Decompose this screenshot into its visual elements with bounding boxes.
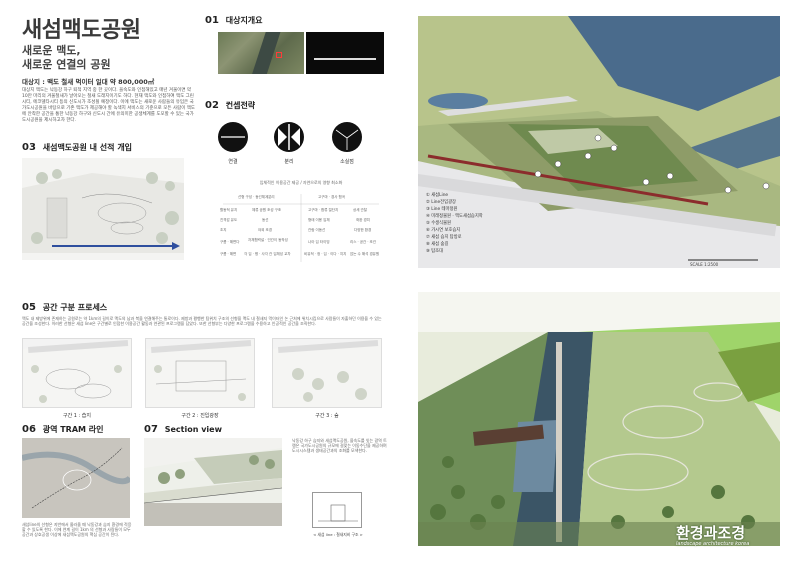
strategy-cell: 동선 bbox=[262, 218, 269, 222]
intro-paragraph: 대상지 맥도는 낙동강 하구 퇴적 지역 중 한 곳이다. 을숙도와 인접해있고… bbox=[22, 88, 196, 123]
strategy-cell: 야외 조경 bbox=[258, 228, 272, 232]
section-diagram-label: < 새섬 line : 철새지비 구조 > bbox=[313, 532, 363, 537]
section-paragraph: 낙동강 하구 습지와 새섬맥도공원, 을숙도를 잇는 광역 트램은 국가도시공원… bbox=[292, 438, 387, 453]
section-07-label: Section view bbox=[164, 425, 222, 434]
strategy-cell: 비유적 · 정 · 입 · 이다 · 지지 bbox=[304, 252, 347, 256]
section-diagram-svg bbox=[318, 504, 358, 522]
process-stage-forest-drawing bbox=[272, 338, 382, 408]
stage3-svg bbox=[273, 339, 381, 407]
section-06-label: 광역 TRAM 라인 bbox=[42, 425, 104, 434]
aerial-perspective-render bbox=[418, 292, 780, 546]
strategy-cell: 진격감 유도 bbox=[220, 218, 238, 222]
magazine-logo-subtitle: landscape architecture korea bbox=[676, 541, 750, 547]
plan-legend: ① 새섬Line ② Line전입광장 ③ Line 테마정원 ④ 미래정물원 … bbox=[426, 192, 483, 255]
tram-paragraph: 새섬line의 선형은 지반에서 올라올 때 낙동강과 습지 환경에 적응할 수… bbox=[22, 522, 132, 537]
site-info: 대상지 : 맥도 철새 먹이터 일대 약 800,000㎡ bbox=[22, 78, 155, 86]
process-stage-plaza-drawing bbox=[145, 338, 255, 408]
strategy-cell: 나아 입 타이밍 bbox=[308, 240, 330, 244]
separation-svg bbox=[278, 124, 300, 150]
page-title: 새섬맥도공원 bbox=[22, 18, 141, 43]
section-01-label: 대상지개요 bbox=[225, 16, 263, 25]
section-05-title: 05 공간 구분 프로세스 bbox=[22, 302, 107, 313]
strategy-cell: 고구마 · 경사 협곡 bbox=[318, 195, 345, 199]
strategy-cell: 관람 이동선 bbox=[308, 228, 326, 232]
section-view-svg bbox=[144, 448, 282, 526]
section-01-number: 01 bbox=[205, 15, 219, 26]
section-06-title: 06 광역 TRAM 라인 bbox=[22, 424, 104, 435]
process-stage-label: 구간 1 : 습지 bbox=[62, 413, 92, 419]
section-05-label: 공간 구분 프로세스 bbox=[42, 303, 108, 312]
magazine-logo: 환경과조경 bbox=[676, 524, 746, 542]
context-line bbox=[314, 58, 376, 60]
legend-item: ⑦ 새섬 습지 탐방로 bbox=[426, 235, 462, 240]
strategy-cell: 체류 공원 조성 구조 bbox=[252, 208, 282, 212]
site-marker bbox=[276, 52, 282, 58]
process-stage-label: 구간 3 : 숲 bbox=[315, 413, 339, 419]
bird-structure-diagram bbox=[312, 492, 362, 528]
stage1-svg bbox=[23, 339, 131, 407]
strategy-cell: 자체협력설 · 인간이 동작성 bbox=[248, 238, 288, 242]
strategy-cell: 초지 bbox=[220, 228, 227, 232]
section-05-number: 05 bbox=[22, 302, 36, 313]
strategy-cell: 형태 이용 입체 bbox=[308, 218, 330, 222]
tram-map-svg bbox=[22, 438, 130, 518]
master-plan-render bbox=[418, 16, 780, 268]
strategy-cell: 리스 · 공간 · 조건 bbox=[350, 240, 376, 244]
legend-item: ⑧ 새섬 숲길 bbox=[426, 242, 449, 247]
strategy-cell: 구름 · 해변다 bbox=[220, 240, 240, 244]
concept-label-connection: 연결 bbox=[228, 159, 238, 165]
process-paragraph: 맥도 내 제방위에 존재하는 공원로는 약 1km의 길이로 맥도의 남과 북을… bbox=[22, 316, 382, 326]
section-07-number: 07 bbox=[144, 424, 158, 435]
separation-circle-icon bbox=[274, 122, 304, 152]
connection-svg bbox=[221, 136, 245, 138]
process-stage-wetland-drawing bbox=[22, 338, 132, 408]
section-01-title: 01 대상지개요 bbox=[205, 15, 263, 26]
strategy-table-grid bbox=[223, 194, 379, 262]
strategy-caption: 입체적인 이용공간 제공 / 자연으로의 영향 최소화 bbox=[259, 180, 343, 185]
process-stage-label: 구간 2 : 진입광장 bbox=[181, 413, 219, 419]
strategy-cell: 좌완 경치 bbox=[356, 218, 370, 222]
section-06-number: 06 bbox=[22, 424, 36, 435]
connection-circle-icon bbox=[218, 122, 248, 152]
section-07-title: 07 Section view bbox=[144, 424, 222, 435]
vanishing-point-circle-icon bbox=[332, 122, 362, 152]
strategy-cell: 고구마 · 합류 절단지 bbox=[308, 208, 339, 212]
concept-label-separation: 분리 bbox=[284, 159, 294, 165]
strategy-cell: 앉는 수 해석 경유원 bbox=[350, 252, 380, 256]
legend-item: ④ 미래정물원 · 맥도새섬습지학 bbox=[426, 214, 483, 219]
section-03-number: 03 bbox=[22, 142, 36, 153]
strategy-cell: 상세 관찰 bbox=[353, 208, 367, 212]
concept-label-vanishing: 소실점 bbox=[340, 159, 354, 165]
section-03-title: 03 새섬맥도공원 내 선적 개입 bbox=[22, 142, 132, 153]
subtitle-line-1: 새로운 맥도, bbox=[22, 44, 81, 57]
site-context-diagram bbox=[306, 32, 384, 74]
tram-route-map bbox=[22, 438, 130, 518]
linear-intervention-sketch bbox=[22, 158, 184, 260]
section-02-number: 02 bbox=[205, 100, 219, 111]
strategy-cell: 각 입 · 평 · 사각 관 입체성 교차 bbox=[244, 252, 291, 256]
master-plan-svg bbox=[418, 16, 780, 268]
section-perspective-drawing bbox=[144, 438, 282, 526]
strategy-table: 선형 구성 · 동선체계분리 고구마 · 경사 협곡 활동적 유지 체류 공원 … bbox=[218, 192, 384, 264]
scale-label: SCALE 1:2500 bbox=[690, 262, 719, 267]
section-02-label: 컨셉전략 bbox=[225, 101, 256, 110]
stage2-svg bbox=[146, 339, 254, 407]
sketch03-svg bbox=[22, 169, 184, 253]
legend-item: ⑤ 수생식물원 bbox=[426, 221, 451, 226]
section-02-title: 02 컨셉전략 bbox=[205, 100, 255, 111]
strategy-cell: 다양한 환경 bbox=[354, 228, 372, 232]
vanishing-svg bbox=[335, 129, 359, 150]
legend-item: ② Line전입광장 bbox=[426, 200, 456, 205]
strategy-cell: 선형 구성 · 동선체계분리 bbox=[238, 195, 275, 199]
subtitle-line-2: 새로운 연결의 공원 bbox=[22, 58, 111, 71]
strategy-cell: 구름 · 해변 bbox=[220, 252, 237, 256]
strategy-cell: 활동적 유지 bbox=[220, 208, 238, 212]
legend-item: ① 새섬Line bbox=[426, 193, 449, 198]
legend-item: ③ Line 테마정원 bbox=[426, 207, 458, 212]
section-03-label: 새섬맥도공원 내 선적 개입 bbox=[42, 143, 133, 152]
site-aerial-photo bbox=[218, 32, 304, 74]
legend-item: ⑨ 탐조대 bbox=[426, 249, 444, 254]
aerial-render-svg bbox=[418, 292, 780, 546]
legend-item: ⑥ 가시연 보호습지 bbox=[426, 228, 461, 233]
